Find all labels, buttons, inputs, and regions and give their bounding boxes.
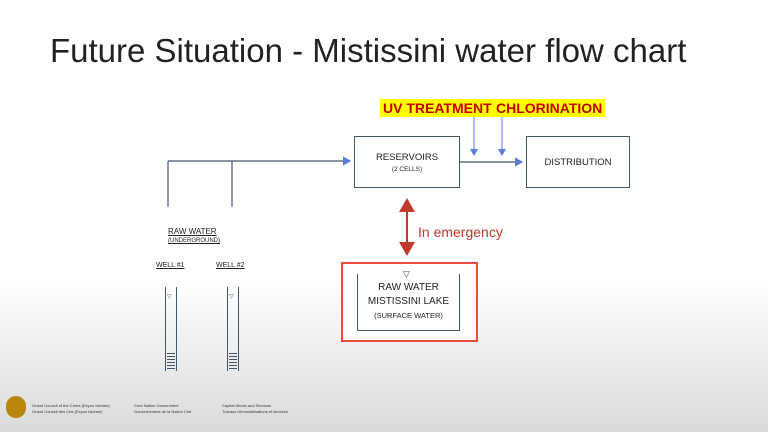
lake-basin: RAW WATER MISTISSINI LAKE (SURFACE WATER… (357, 274, 460, 331)
footer-org1: Grand Council of the Crees (Eeyou Istche… (32, 403, 110, 408)
lake-sub-label: (SURFACE WATER) (374, 311, 443, 320)
footer-org3: Cree Nation Government (134, 403, 179, 408)
emergency-label: In emergency (418, 224, 503, 240)
well1-label: WELL #1 (156, 262, 185, 269)
lake-water-level-icon: ▽ (403, 269, 410, 279)
well2-screen (229, 353, 237, 371)
cree-seal-icon (6, 396, 26, 418)
lake-box: ▽ RAW WATER MISTISSINI LAKE (SURFACE WAT… (341, 262, 478, 342)
footer-org6: Travaux d'immobilisations et services (222, 409, 288, 414)
raw-water-label: RAW WATER (168, 227, 217, 236)
reservoirs-box: RESERVOIRS (2 CELLS) (354, 136, 460, 188)
distribution-label: DISTRIBUTION (544, 156, 612, 168)
reservoirs-sub-label: (2 CELLS) (391, 165, 423, 173)
well2-casing: ▽ (227, 287, 239, 371)
well1-screen (167, 353, 175, 371)
footer-org5: Capital Works and Services (222, 403, 272, 408)
well2-label: WELL #2 (216, 262, 245, 269)
footer-org2: Grand Conseil des Cris (Eeyou Istchee) (32, 409, 103, 414)
well1-casing: ▽ (165, 287, 177, 371)
lake-line1: RAW WATER (378, 282, 439, 293)
well2-water-level-icon: ▽ (229, 294, 234, 300)
raw-water-sub-label: (UNDERGROUND) (168, 238, 220, 244)
footer-org4: Gouvernement de la Nation Crie (134, 409, 192, 414)
uv-treatment-label: UV TREATMENT (380, 99, 495, 117)
lake-line2: MISTISSINI LAKE (367, 296, 450, 307)
page-title: Future Situation - Mistissini water flow… (50, 32, 687, 69)
well1-water-level-icon: ▽ (167, 294, 172, 300)
reservoirs-label: RESERVOIRS (375, 151, 439, 163)
distribution-box: DISTRIBUTION (526, 136, 630, 188)
chlorination-label: CHLORINATION (493, 99, 606, 117)
